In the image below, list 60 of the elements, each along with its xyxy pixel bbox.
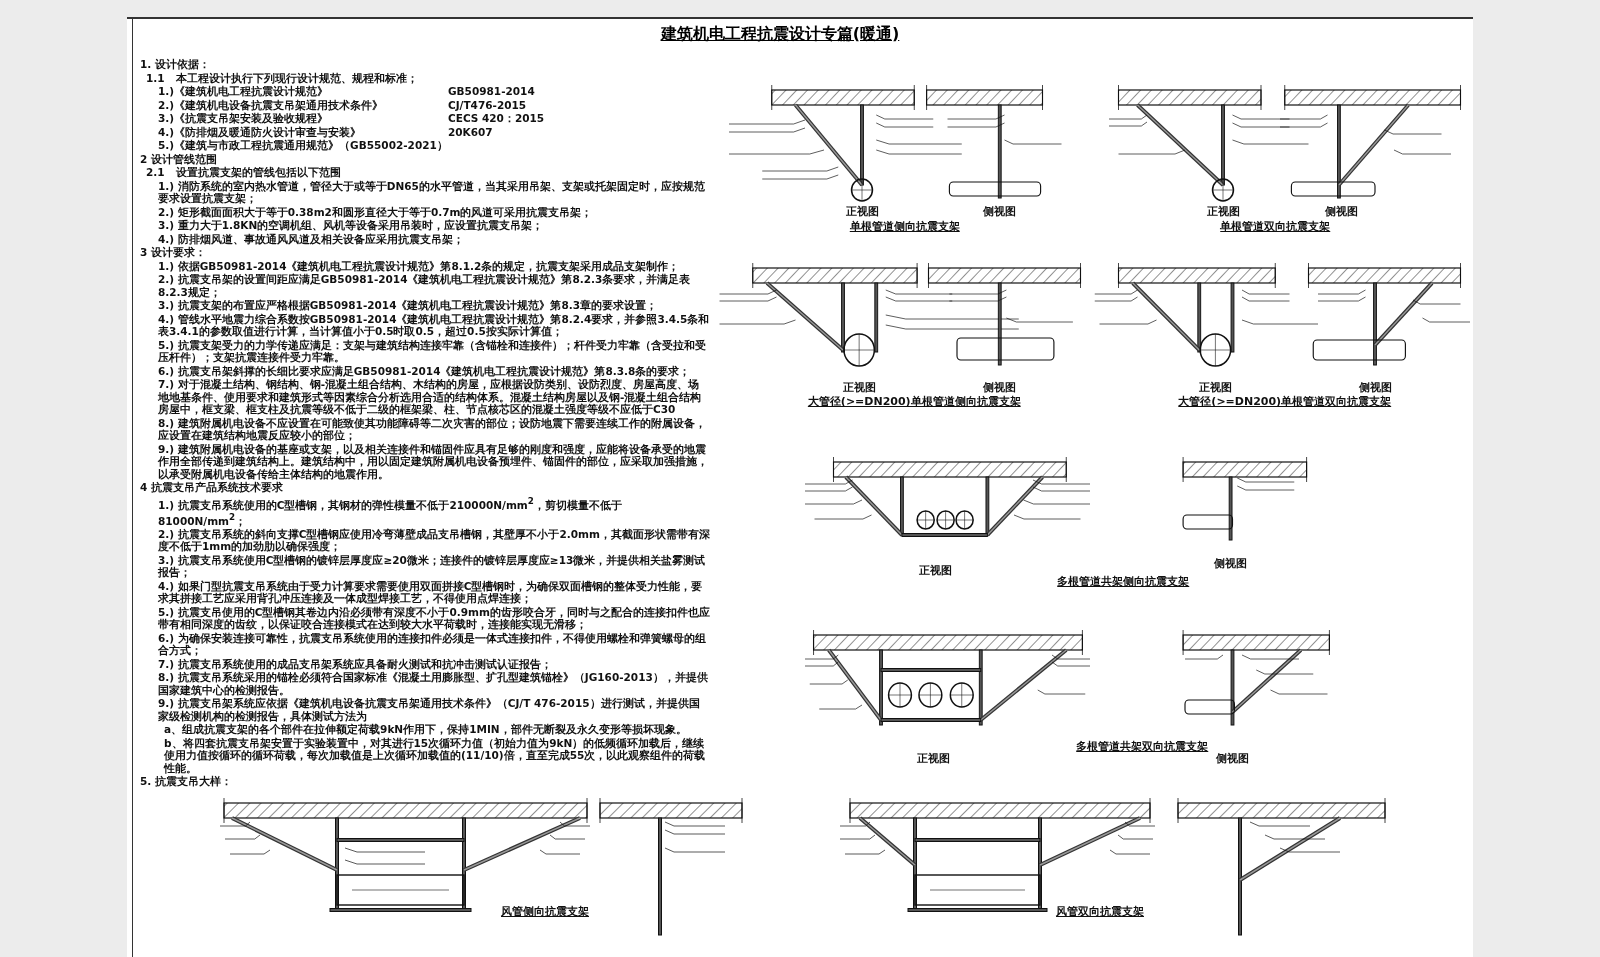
spec-text: 3.) 重力大于1.8KN的空调机组、风机等设备采用吊装时，应设置抗震支吊架； <box>158 219 545 232</box>
spec-text: 2.)《建筑机电设备抗震支吊架通用技术条件》 <box>158 98 385 111</box>
spec-text: 3.)《抗震支吊架安装及验收规程》 <box>158 112 330 125</box>
spec-text: b、将四套抗震支吊架安置于实验装置中，对其进行15次循环力值（初始力值为9kN）的低频循环加载后，继续使用力值按循环的循环荷载，每次加载值是上次循环加载值的(11/10)倍，直至完成55次，以此观察组件的荷载性能。 <box>164 736 707 774</box>
spec-text: 3.) 抗震支吊系统使用C型槽钢的镀锌层厚度应≥20微米；连接件的镀锌层厚度应≥13微米，并提供相关盐雾测试报告； <box>158 553 707 579</box>
spec-text: 9.) 建筑附属机电设备的基座或支架，以及相关连接件和锚固件应具有足够的刚度和强度，应能将设备承受的地震作用全部传递到建筑结构上。建筑结构中，用以固定建筑附属机电设备预埋件、锚固件的部位，应采取加强措施，以承受附属机电设备传给主体结构的地震作用。 <box>158 442 709 480</box>
view-label: 正视图 <box>842 381 876 394</box>
spec-text: 5.)《建筑与市政工程抗震通用规范》（GB55002-2021） <box>158 139 449 152</box>
spec-text: 8.) 抗震支吊系统采用的锚栓必须符合国家标准《混凝土用膨胀型、扩孔型建筑锚栓》（JG160-2013），并提供国家建筑中心的检测报告。 <box>158 671 709 696</box>
detail-caption: 风管双向抗震支架 <box>1056 906 1144 919</box>
spec-text: 4 抗震支吊产品系统技术要求 <box>140 481 284 494</box>
detail-caption: 单根管道侧向抗震支架 <box>849 221 960 234</box>
view-label: 正视图 <box>916 752 950 765</box>
detail-caption: 单根管道双向抗震支架 <box>1220 221 1331 234</box>
sheet-title: 建筑机电工程抗震设计专篇(暖通) <box>660 24 900 45</box>
view-label: 侧视图 <box>1214 557 1248 570</box>
spec-text: 1.) 抗震支吊系统使用的C型槽钢，其钢材的弹性模量不低于210000N/mm$^{2}$，剪切模量不低于81000N/mm$^{2}$； <box>158 494 623 527</box>
spec-text: 4.) 管线水平地震力综合系数按GB50981-2014《建筑机电工程抗震设计规范》第8.2.4要求，并参照3.4.5条和表3.4.1的参数取值进行计算，当计算值小于0.5时取0.5，超过0.5按实际计算值； <box>158 312 710 338</box>
spec-text: 20K607 <box>448 125 493 138</box>
spec-text: 6.) 抗震支吊架斜撑的长细比要求应满足GB50981-2014《建筑机电工程抗震设计规范》第8.3.8条的要求； <box>158 364 692 377</box>
spec-text: 7.) 抗震支吊系统使用的成品支吊架系统应具备耐火测试和抗冲击测试认证报告； <box>158 657 553 670</box>
spec-text: 1.)《建筑机电工程抗震设计规范》 <box>158 85 330 98</box>
detail-caption: 多根管道共架侧向抗震支架 <box>1057 576 1190 589</box>
spec-text: 2.) 抗震支吊架的设置间距应满足GB50981-2014《建筑机电工程抗震设计规范》第8.2.3条要求，并满足表8.2.3规定； <box>158 273 692 298</box>
view-label: 正视图 <box>845 205 879 218</box>
spec-text: 3.) 抗震支架的布置应严格根据GB50981-2014《建筑机电工程抗震设计规范》第8.3章的要求设置； <box>158 299 659 312</box>
spec-text: 4.) 防排烟风道、事故通风风道及相关设备应采用抗震支吊架； <box>158 232 465 245</box>
view-label: 侧视图 <box>1358 381 1392 394</box>
spec-text: CECS 420：2015 <box>448 112 545 125</box>
spec-text: 2.) 矩形截面面积大于等于0.38m2和圆形直径大于等于0.7m的风道可采用抗震支吊架； <box>158 205 594 218</box>
spec-text: 1.) 依据GB50981-2014《建筑机电工程抗震设计规范》第8.1.2条的规定，抗震支架采用成品支架制作； <box>158 259 681 272</box>
view-label: 侧视图 <box>983 205 1017 218</box>
spec-text: 2.) 抗震支吊系统的斜向支撑C型槽钢应使用冷弯薄壁成品支吊槽钢，其壁厚不小于2.0mm，其截面形状需带有深度不低于1mm的加劲肋以确保强度； <box>158 527 710 553</box>
detail-caption: 多根管道共架双向抗震支架 <box>1076 741 1209 754</box>
spec-text: 2.1 设置抗震支架的管线包括以下范围 <box>146 166 342 179</box>
view-label: 侧视图 <box>1325 205 1359 218</box>
spec-text: 1.1 本工程设计执行下列现行设计规范、规程和标准； <box>146 71 419 84</box>
detail-caption: 大管径(>=DN200)单根管道双向抗震支架 <box>1178 396 1392 409</box>
spec-text: a、组成抗震支架的各个部件在拉伸额定荷载9kN作用下，保持1MIN，部件无断裂及永久变形等损坏现象。 <box>164 723 688 736</box>
spec-text: 6.) 为确保安装连接可靠性，抗震支吊系统使用的连接扣件必须是一体式连接扣件，不得使用螺栓和弹簧螺母的组合方式； <box>158 631 707 657</box>
spec-text: 4.) 如果门型抗震支吊系统由于受力计算要求需要使用双面拼接C型槽钢时，为确保双面槽钢的整体受力性能，要求其拼接工艺应采用背孔冲压连接及一体成型焊接工艺，不得使用点焊连接； <box>158 579 704 605</box>
spec-text: 5. 抗震支吊大样： <box>140 775 233 788</box>
spec-text: 1. 设计依据： <box>140 58 211 71</box>
view-label: 正视图 <box>918 564 952 577</box>
view-label: 侧视图 <box>983 381 1017 394</box>
spec-text: CJ/T476-2015 <box>448 98 527 111</box>
spec-text: 3 设计要求： <box>140 246 207 259</box>
spec-text: GB50981-2014 <box>448 85 535 98</box>
detail-caption: 大管径(>=DN200)单根管道侧向抗震支架 <box>807 396 1021 409</box>
spec-text: 2 设计管线范围 <box>140 152 218 165</box>
spec-text: 7.) 对于混凝土结构、钢结构、钢-混凝土组合结构、木结构的房屋，应根据设防类别、设防烈度、房屋高度、场地地基条件、使用要求和建筑形式等因素综合分析选用合适的结构体系。混凝土结构房屋以及钢-混凝土组合结构房屋中，框支梁、框支柱及抗震等级不低于二级的框架梁、柱、节点核芯区的混凝土强度等级不应低于C30 <box>158 378 703 416</box>
spec-text: 5.) 抗震支吊使用的C型槽钢其卷边内沿必须带有深度不小于0.9mm的齿形咬合牙，同时与之配合的连接扣件也应带有相同深度的齿纹，以保证咬合连接模式在达到较大水平荷载时，连接能实现无滑移； <box>158 605 710 631</box>
detail-caption: 风管侧向抗震支架 <box>501 906 589 919</box>
spec-text: 5.) 抗震支架受力的力学传递应满足：支架与建筑结构连接牢靠（含锚栓和连接件）；杆件受力牢靠（含受拉和受压杆件）；支架抗震连接件受力牢靠。 <box>158 338 707 364</box>
spec-text: 1.) 消防系统的室内热水管道，管径大于或等于DN65的水平管道，当其采用吊架、支架或托架固定时，应按规范要求设置抗震支架； <box>158 179 706 205</box>
view-label: 正视图 <box>1206 205 1240 218</box>
view-label: 正视图 <box>1198 381 1232 394</box>
spec-text: 4.)《防排烟及暖通防火设计审查与安装》 <box>158 125 363 138</box>
view-label: 侧视图 <box>1216 752 1249 765</box>
spec-text: 8.) 建筑附属机电设备不应设置在可能致使其功能障碍等二次灾害的部位；设防地震下需要连续工作的附属设备，应设置在建筑结构地震反应较小的部位； <box>158 416 707 442</box>
